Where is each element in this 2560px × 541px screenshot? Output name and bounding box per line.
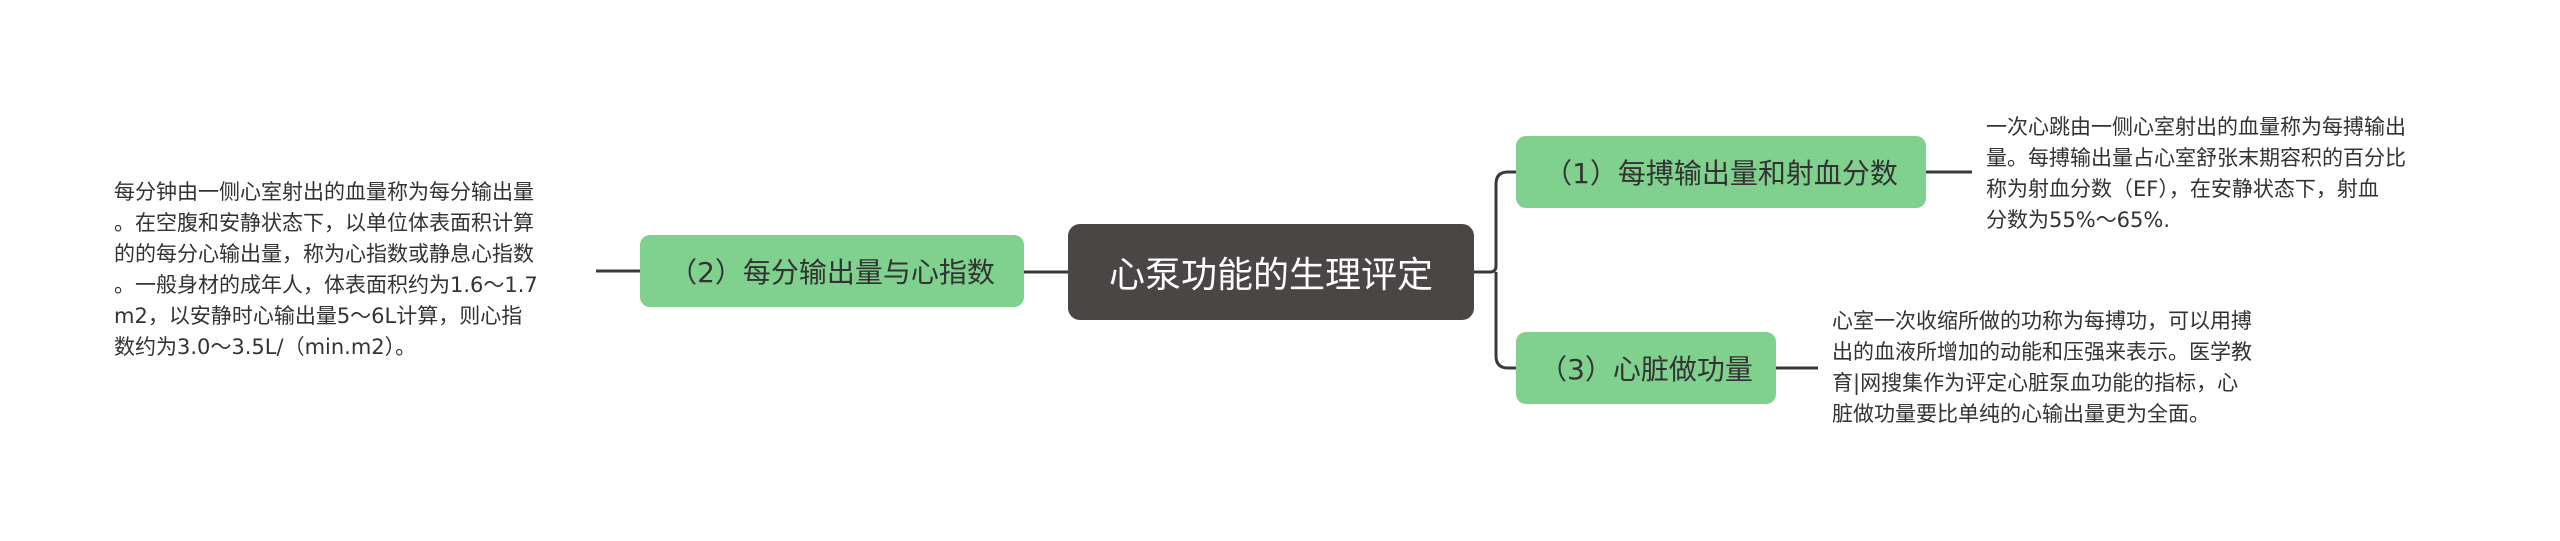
note-line: 出的血液所增加的动能和压强来表示。医学教 xyxy=(1832,340,2252,364)
note-line: m2，以安静时心输出量5～6L计算，则心指 xyxy=(114,304,523,328)
branch-topic-label: （1）每搏输出量和射血分数 xyxy=(1544,157,1898,190)
link-root-to-b1 xyxy=(1474,170,1516,274)
note-stroke-volume[interactable]: 一次心跳由一侧心室射出的血量称为每搏输出 量。每搏输出量占心室舒张末期容积的百分… xyxy=(1986,112,2406,236)
branch-topic-stroke-volume[interactable]: （1）每搏输出量和射血分数 xyxy=(1516,136,1926,208)
note-cardiac-work[interactable]: 心室一次收缩所做的功称为每搏功，可以用搏 出的血液所增加的动能和压强来表示。医学… xyxy=(1832,306,2252,430)
note-line: 心室一次收缩所做的功称为每搏功，可以用搏 xyxy=(1832,309,2252,333)
note-line: 。在空腹和安静状态下，以单位体表面积计算 xyxy=(114,211,534,235)
branch-topic-cardiac-work[interactable]: （3）心脏做功量 xyxy=(1516,332,1776,404)
note-line: 。一般身材的成年人，体表面积约为1.6～1.7 xyxy=(114,273,538,297)
branch-topic-label: （2）每分输出量与心指数 xyxy=(669,256,995,289)
note-cardiac-output[interactable]: 每分钟由一侧心室射出的血量称为每分输出量 。在空腹和安静状态下，以单位体表面积计… xyxy=(114,177,538,363)
note-line: 数约为3.0～3.5L/（min.m2）。 xyxy=(114,335,417,359)
note-line: 育|网搜集作为评定心脏泵血功能的指标，心 xyxy=(1832,371,2239,395)
note-line: 量。每搏输出量占心室舒张末期容积的百分比 xyxy=(1986,146,2406,170)
root-topic-label: 心泵功能的生理评定 xyxy=(1108,255,1433,296)
branch-topic-cardiac-output[interactable]: （2）每分输出量与心指数 xyxy=(640,235,1024,307)
link-root-to-b3 xyxy=(1494,272,1516,370)
note-line: 的的每分心输出量，称为心指数或静息心指数 xyxy=(114,242,534,266)
branch-topic-label: （3）心脏做功量 xyxy=(1539,353,1753,386)
root-topic[interactable]: 心泵功能的生理评定 xyxy=(1068,224,1474,320)
note-line: 一次心跳由一侧心室射出的血量称为每搏输出 xyxy=(1986,115,2406,139)
note-line: 分数为55%～65%. xyxy=(1986,208,2171,232)
note-line: 称为射血分数（EF），在安静状态下，射血 xyxy=(1986,177,2379,201)
note-line: 每分钟由一侧心室射出的血量称为每分输出量 xyxy=(114,180,534,204)
note-line: 脏做功量要比单纯的心输出量更为全面。 xyxy=(1832,402,2210,426)
